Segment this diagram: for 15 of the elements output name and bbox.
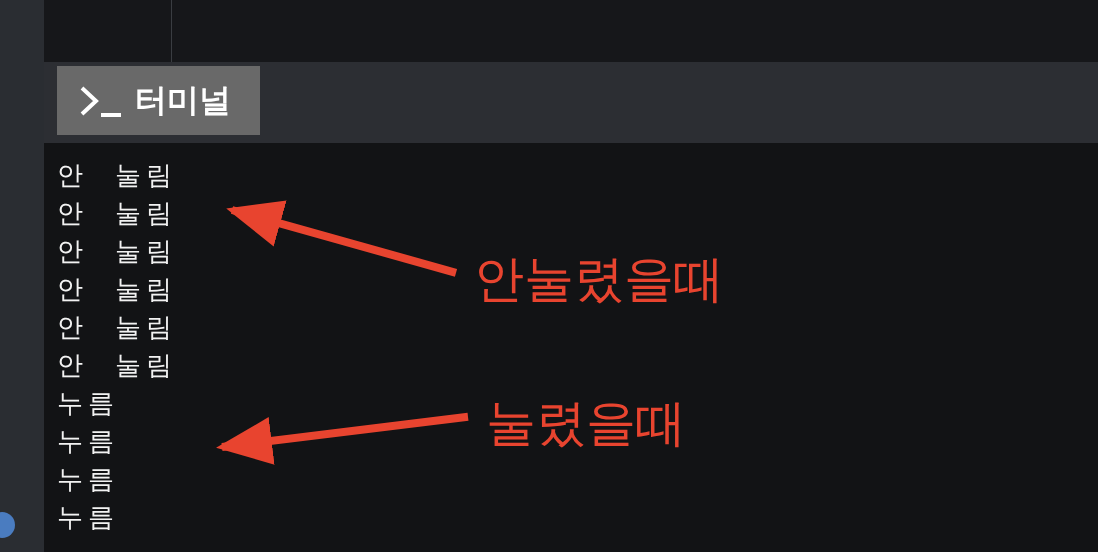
terminal-output-line: 안 눌림 (57, 311, 178, 344)
annotation-text: 안눌렸을때 (474, 248, 724, 310)
arrow (226, 200, 458, 277)
terminal-output-line: 안 눌림 (57, 235, 178, 268)
terminal-output-line: 누름 (57, 501, 120, 534)
arrow (216, 412, 469, 465)
terminal-output-line: 누름 (57, 387, 120, 420)
terminal-output-line: 안 눌림 (57, 273, 178, 306)
annotation-text: 눌렸을때 (486, 392, 686, 454)
terminal-output-line: 안 눌림 (57, 159, 178, 192)
terminal-output-line: 안 눌림 (57, 349, 178, 382)
terminal-output-line: 누름 (57, 425, 120, 458)
tab-label: 터미널 (135, 79, 231, 121)
terminal-output-line: 안 눌림 (57, 197, 178, 230)
terminal-output-line: 누름 (57, 463, 120, 496)
